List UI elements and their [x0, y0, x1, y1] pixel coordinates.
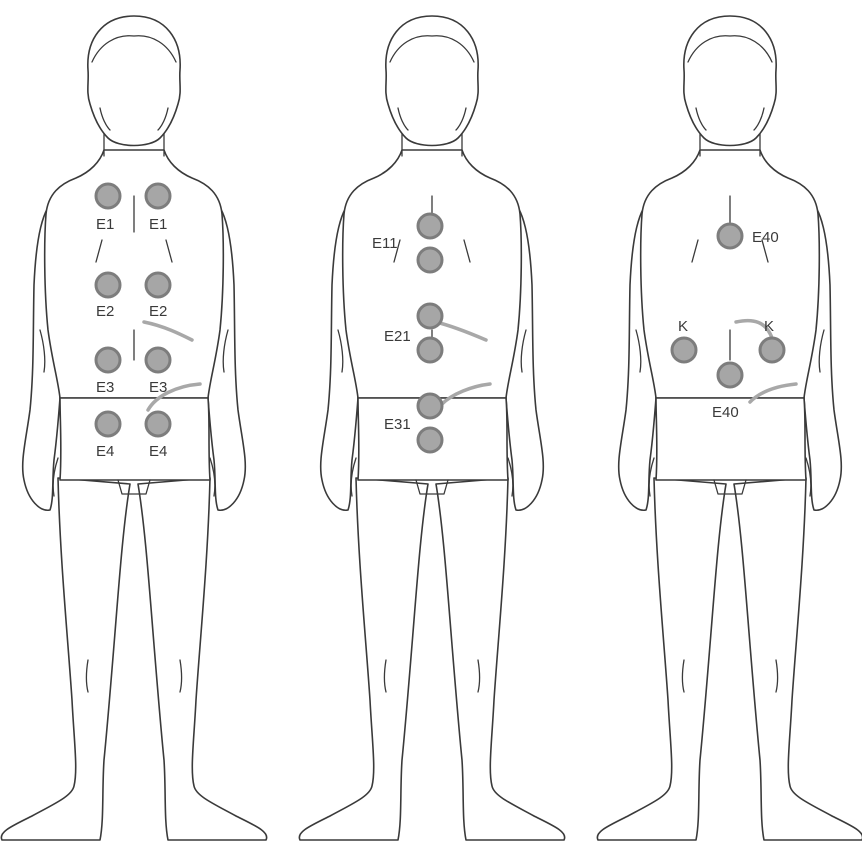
electrode: [96, 348, 120, 372]
electrode: [146, 184, 170, 208]
electrode: [418, 304, 442, 328]
electrode-label: E11: [372, 235, 398, 252]
electrode: [718, 363, 742, 387]
electrode: [96, 273, 120, 297]
electrode: [146, 348, 170, 372]
figure-1: E1 E1 E2 E2 E3 E3 E4 E4: [1, 16, 266, 840]
electrode: [418, 394, 442, 418]
electrode-label: E1: [149, 216, 167, 233]
electrode-label: E3: [149, 379, 167, 396]
figure-2: E11 E21 E31: [299, 16, 564, 840]
electrode: [418, 338, 442, 362]
electrode: [418, 428, 442, 452]
electrode-label: E1: [96, 216, 114, 233]
figure-3: E40 K K E40: [597, 16, 862, 840]
electrode-label: E31: [384, 416, 411, 433]
electrode: [718, 224, 742, 248]
electrode-label: E4: [96, 443, 114, 460]
electrode-label: E4: [149, 443, 167, 460]
electrode: [760, 338, 784, 362]
electrode-label: E2: [96, 303, 114, 320]
electrode-label: E2: [149, 303, 167, 320]
electrode: [418, 248, 442, 272]
electrode-label: K: [764, 318, 774, 335]
electrode-label: K: [678, 318, 688, 335]
electrode: [418, 214, 442, 238]
electrode-label: E21: [384, 328, 411, 345]
electrode: [146, 273, 170, 297]
electrode-label: E40: [752, 229, 779, 246]
electrode: [146, 412, 170, 436]
electrode: [672, 338, 696, 362]
electrode-label: E40: [712, 404, 739, 421]
body-outline: [1, 16, 266, 840]
body-outline: [597, 16, 862, 840]
electrode-label: E3: [96, 379, 114, 396]
electrode: [96, 412, 120, 436]
electrode: [96, 184, 120, 208]
